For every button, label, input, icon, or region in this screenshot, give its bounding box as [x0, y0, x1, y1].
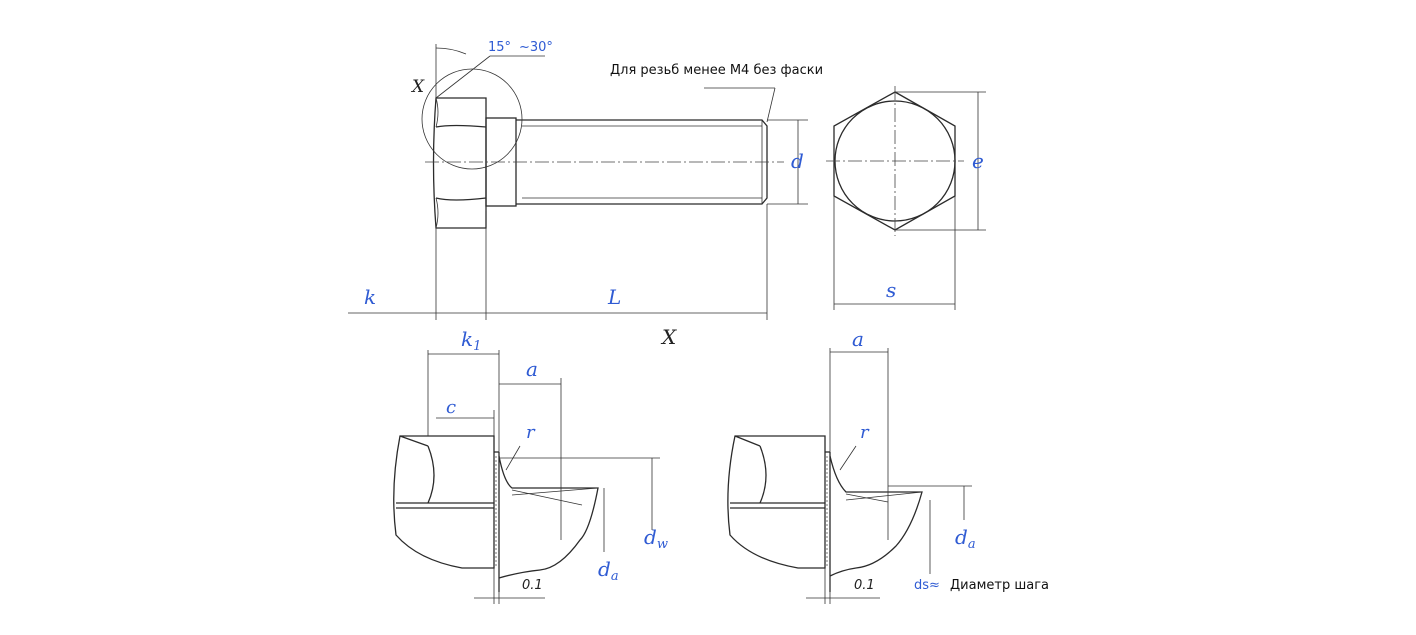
detail-left [393, 350, 660, 604]
bolt-end-view [826, 86, 986, 310]
k-label: k [364, 285, 376, 309]
detail-x-label-top: X [410, 77, 425, 97]
tolerance-label-right: 0.1 [854, 578, 875, 593]
detail-circle-x [421, 68, 523, 170]
a-label-left: a [526, 357, 538, 381]
ds-prefix: ds≈ [914, 578, 940, 593]
bolt-side-view [348, 44, 808, 320]
tolerance-label-left: 0.1 [522, 578, 543, 593]
c-label: c [446, 397, 456, 418]
r-label-right: r [860, 422, 870, 443]
da-label-left: da [598, 557, 619, 584]
l-label: L [607, 285, 621, 309]
ds-note: Диаметр шага [950, 578, 1049, 593]
detail-right [727, 348, 972, 604]
da-label-right: da [955, 525, 976, 552]
chamfer-note: Для резьб менее М4 без фаски [610, 63, 823, 78]
k1-label: k1 [461, 327, 481, 354]
a-label-right: a [852, 327, 864, 351]
r-label-left: r [526, 422, 536, 443]
angle-30-label: ~30° [519, 40, 553, 55]
s-label: s [886, 278, 896, 302]
dw-label: dw [644, 525, 668, 552]
d-label: d [791, 149, 804, 173]
angle-15-label: 15° [488, 40, 511, 55]
e-label: e [972, 149, 984, 173]
detail-x-label-bottom: X [660, 325, 677, 349]
